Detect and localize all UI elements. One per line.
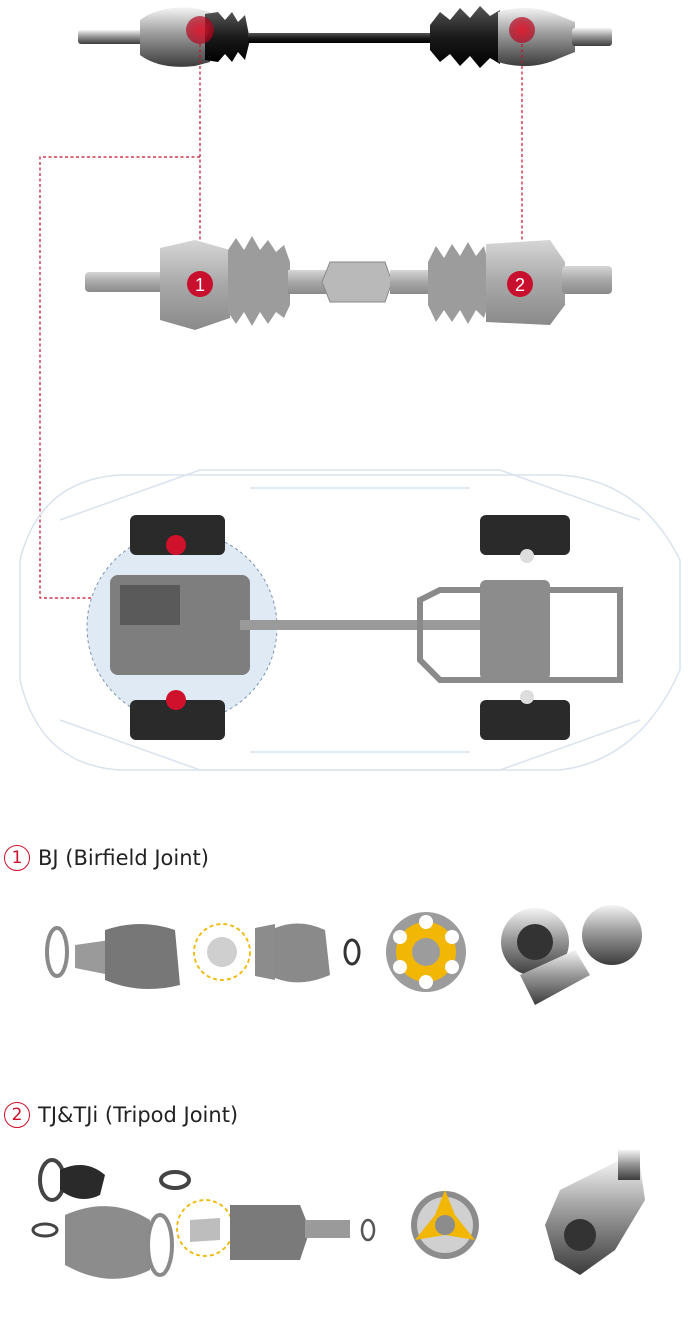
tj-joint-photo (545, 1150, 645, 1275)
bj-cross-section-icon (386, 912, 466, 992)
bj-exploded-view (45, 923, 361, 989)
section-label-tj: TJ&TJi (Tripod Joint) (38, 1103, 239, 1127)
joint-highlight-2 (509, 17, 535, 43)
section-number-1: 1 (4, 845, 30, 871)
bj-joint-photo (501, 905, 642, 1005)
marker-1: 1 (187, 271, 213, 297)
svg-text:2: 2 (515, 275, 525, 295)
shaft-schematic (85, 236, 612, 330)
chassis (110, 515, 623, 740)
section-title-tj: 2 TJ&TJi (Tripod Joint) (4, 1102, 238, 1128)
connector-lines (39, 44, 523, 599)
svg-text:1: 1 (195, 275, 205, 295)
joint-highlight-1 (186, 16, 214, 44)
car-outline (19, 469, 681, 771)
tj-exploded-view (31, 1158, 376, 1279)
tj-cross-section-icon (411, 1190, 479, 1259)
section-title-bj: 1 BJ (Birfield Joint) (4, 845, 209, 871)
marker-2: 2 (507, 271, 533, 297)
drive-shaft-photo (78, 6, 612, 68)
section-label-bj: BJ (Birfield Joint) (38, 846, 209, 870)
section-number-2: 2 (4, 1102, 30, 1128)
